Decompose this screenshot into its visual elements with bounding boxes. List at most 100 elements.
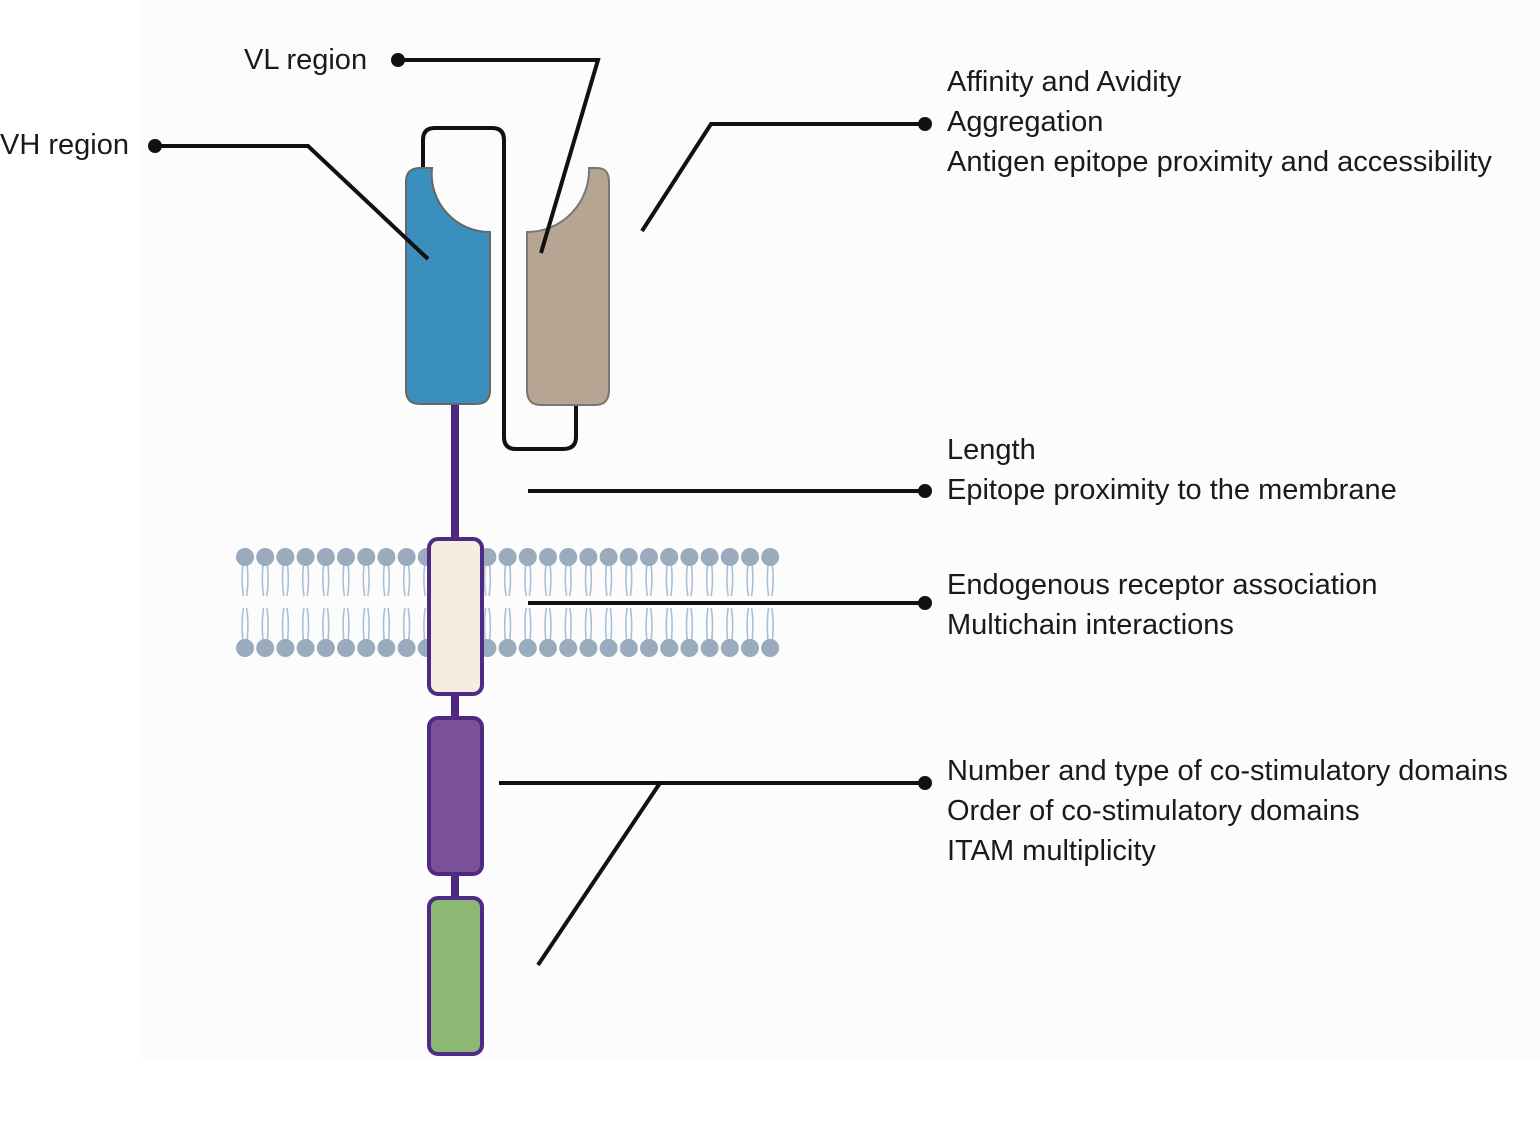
annotation-line: Aggregation — [947, 106, 1104, 138]
scfv-linker — [421, 126, 578, 451]
lipid-tail — [564, 562, 568, 597]
lipid-head — [559, 639, 578, 657]
lipid-tail — [367, 562, 370, 597]
lipid-tail — [771, 607, 774, 643]
lipid-tail — [544, 562, 548, 597]
lipid-head — [518, 639, 537, 657]
lipid-tail — [483, 607, 487, 643]
lipid-tail — [670, 607, 673, 643]
vh-region-label: VH region — [0, 129, 129, 161]
lipid-tail — [245, 607, 249, 643]
lipid-tail — [569, 607, 572, 643]
lipid-head — [377, 639, 396, 657]
lipid-tail — [402, 607, 406, 643]
lipid-tail — [508, 562, 512, 597]
lipid-tail — [670, 562, 673, 597]
lipid-tail — [281, 607, 285, 643]
hinge-annotations: Length Epitope proximity to the membrane — [947, 430, 1397, 510]
lipid-tail — [241, 607, 245, 643]
lipid-tail — [690, 607, 694, 643]
lipid-tail — [342, 562, 346, 597]
lipid-head — [357, 548, 376, 566]
lipid-head — [236, 639, 254, 657]
lipid-head — [236, 548, 254, 566]
annotation-line: Order of co-stimulatory domains — [947, 795, 1360, 827]
vl-region-label: VL region — [244, 44, 368, 76]
transmembrane-annotations: Endogenous receptor association Multicha… — [947, 565, 1377, 645]
annotation-line: Epitope proximity to the membrane — [947, 474, 1397, 506]
lipid-tail — [629, 607, 633, 643]
lipid-tail — [387, 607, 391, 643]
lipid-tail — [402, 562, 406, 597]
signaling-leader-dot — [918, 776, 932, 790]
lipid-head — [761, 639, 780, 657]
signaling-domain — [427, 896, 484, 1056]
lipid-tail — [322, 562, 325, 597]
lipid-head — [680, 639, 699, 657]
lipid-tail — [301, 607, 305, 643]
lipid-head — [256, 639, 275, 657]
lipid-head — [518, 548, 537, 566]
lipid-head — [498, 548, 517, 566]
lipid-tail — [589, 562, 593, 597]
lipid-tail — [266, 562, 269, 597]
lipid-tail — [685, 562, 689, 597]
lipid-tail — [584, 562, 588, 597]
lipid-head — [397, 639, 416, 657]
vl-leader-dot — [391, 53, 405, 67]
lipid-tail — [665, 562, 669, 597]
annotation-line: Multichain interactions — [947, 609, 1234, 641]
annotation-line: ITAM multiplicity — [947, 835, 1156, 867]
lipid-tail — [609, 607, 613, 643]
lipid-head — [700, 639, 719, 657]
lipid-tail — [649, 607, 653, 643]
lipid-head — [296, 639, 315, 657]
lipid-tail — [326, 607, 330, 643]
lipid-tail — [766, 562, 770, 597]
lipid-tail — [705, 562, 709, 597]
lipid-head — [276, 548, 295, 566]
lipid-tail — [645, 607, 649, 643]
lipid-tail — [528, 607, 532, 643]
lipid-tail — [306, 562, 310, 597]
annotation-line: Length — [947, 434, 1036, 466]
lipid-head — [498, 639, 517, 657]
lipid-tail — [306, 607, 310, 643]
lipid-tail — [326, 562, 330, 597]
vl-domain — [526, 167, 610, 406]
lipid-tail — [488, 607, 492, 643]
lipid-tail — [685, 607, 689, 643]
signaling-annotations: Number and type of co-stimulatory domain… — [947, 751, 1508, 871]
lipid-tail — [524, 562, 527, 597]
lipid-tail — [604, 562, 608, 597]
binding-leader — [640, 122, 925, 233]
lipid-tail — [524, 607, 527, 643]
lipid-tail — [625, 562, 628, 597]
lipid-head — [700, 548, 719, 566]
lipid-tail — [710, 607, 714, 643]
leader-lines — [155, 58, 925, 967]
lipid-head — [761, 548, 780, 566]
lipid-tail — [750, 607, 754, 643]
lipid-head — [296, 548, 315, 566]
lipid-tail — [528, 562, 532, 597]
lipid-tail — [609, 562, 613, 597]
lipid-head — [357, 639, 376, 657]
lipid-tail — [342, 607, 346, 643]
lipid-tail — [750, 562, 754, 597]
lipid-tail — [726, 607, 729, 643]
lipid-tail — [766, 607, 770, 643]
annotation-line: Antigen epitope proximity and accessibil… — [947, 146, 1492, 178]
lipid-tail — [544, 607, 548, 643]
lipid-tail — [604, 607, 608, 643]
transmembrane-domain — [427, 537, 484, 696]
lipid-tail — [488, 562, 492, 597]
lipid-tail — [665, 607, 669, 643]
lipid-head — [599, 639, 618, 657]
lipid-head — [377, 548, 396, 566]
signaling-leader-branch — [536, 781, 662, 967]
lipid-tail — [322, 607, 325, 643]
lipid-tail — [705, 607, 709, 643]
lipid-tail — [629, 562, 633, 597]
